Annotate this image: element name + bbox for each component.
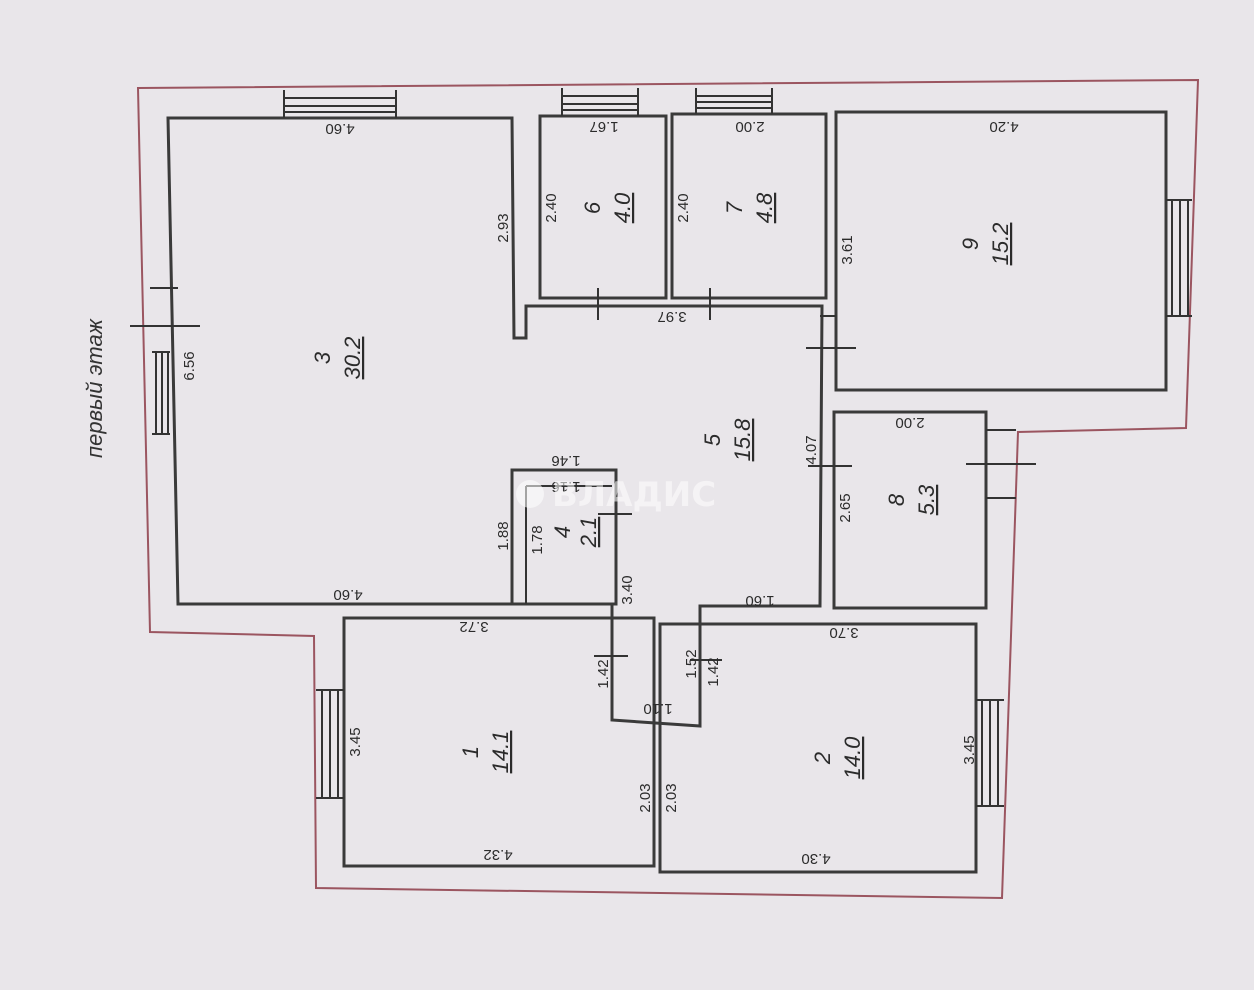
room-label-5: 5 15.8 xyxy=(700,418,755,462)
room-8-walls xyxy=(832,410,988,610)
dim-r7-top: 2.00 xyxy=(735,118,764,135)
svg-text:6: 6 xyxy=(580,201,605,214)
room-1-walls xyxy=(342,616,656,868)
room-7-walls xyxy=(670,112,828,300)
dim-r5-right: 4.07 xyxy=(803,435,820,464)
svg-text:15.8: 15.8 xyxy=(730,418,755,462)
outer-boundary xyxy=(136,78,1200,900)
door-marks xyxy=(130,287,1036,661)
room-label-8: 8 5.3 xyxy=(884,484,939,515)
floor-title: первый этаж xyxy=(82,318,107,458)
dim-r1-top: 3.72 xyxy=(459,618,488,635)
dim-r3-left: 6.56 xyxy=(181,351,198,380)
svg-text:5: 5 xyxy=(700,433,725,446)
svg-text:8: 8 xyxy=(884,493,909,506)
dim-r4-top: 1.46 xyxy=(551,452,580,469)
dim-r8-left: 2.65 xyxy=(837,493,854,522)
room-6-walls xyxy=(538,114,668,300)
room-label-2: 2 14.0 xyxy=(810,736,865,780)
svg-text:9: 9 xyxy=(958,238,983,250)
svg-text:14.1: 14.1 xyxy=(488,731,513,774)
window-room-1-left xyxy=(316,689,344,799)
window-room-3-top xyxy=(283,90,397,118)
watermark-logo-icon xyxy=(516,480,544,508)
window-room-3-left xyxy=(152,351,170,435)
svg-text:3: 3 xyxy=(310,351,335,364)
room-label-1: 1 14.1 xyxy=(458,731,513,774)
svg-text:5.3: 5.3 xyxy=(914,484,939,515)
window-room-9-right xyxy=(1166,199,1192,317)
dim-r1-left: 3.45 xyxy=(347,727,364,756)
dim-r2-top: 3.70 xyxy=(829,624,858,641)
svg-text:2.1: 2.1 xyxy=(576,517,601,549)
dim-r6-top: 1.67 xyxy=(589,118,618,135)
room-4-walls xyxy=(510,468,618,606)
dim-r3-bottom: 4.60 xyxy=(333,586,362,603)
svg-text:30.2: 30.2 xyxy=(340,337,365,380)
svg-text:1: 1 xyxy=(458,746,483,758)
dim-r1-right-a: 1.42 xyxy=(595,659,612,688)
window-room-6-top xyxy=(561,88,639,116)
svg-text:4.0: 4.0 xyxy=(610,192,635,223)
svg-text:7: 7 xyxy=(722,201,747,214)
svg-text:15.2: 15.2 xyxy=(988,223,1013,266)
dim-r4-inner: 1.16 xyxy=(551,478,580,495)
dim-r5-left: 3.40 xyxy=(619,575,636,604)
watermark: ВЛАДИС xyxy=(516,475,716,515)
dim-r3-top: 4.60 xyxy=(325,120,354,137)
room-2-walls xyxy=(658,622,978,874)
svg-text:2: 2 xyxy=(810,752,835,765)
dim-r3-right-a: 2.93 xyxy=(495,213,512,242)
room-label-4: 4 2.1 xyxy=(550,517,601,549)
dim-r1-right-b: 2.03 xyxy=(637,783,654,812)
room-9-walls xyxy=(834,110,1168,392)
dim-r2-left-c: 2.03 xyxy=(663,783,680,812)
svg-text:14.0: 14.0 xyxy=(840,736,865,780)
svg-text:ВЛАДИС: ВЛАДИС xyxy=(552,475,716,515)
room-label-9: 9 15.2 xyxy=(958,223,1013,266)
dim-r9-top: 4.20 xyxy=(989,118,1018,135)
dim-r6-left: 2.40 xyxy=(543,193,560,222)
dim-r5-top: 3.97 xyxy=(657,308,686,325)
window-room-7-top xyxy=(695,88,773,114)
svg-text:4: 4 xyxy=(550,526,575,538)
dim-r8-top: 2.00 xyxy=(895,414,924,431)
dim-r2-bottom: 4.30 xyxy=(801,850,830,867)
dim-r2-left-a: 1.52 xyxy=(683,649,700,678)
window-room-2-right xyxy=(976,699,1004,807)
room-label-3: 3 30.2 xyxy=(310,337,365,380)
dim-r5-bottom: 1.60 xyxy=(745,592,774,609)
dim-r3-right-b: 1.88 xyxy=(495,521,512,550)
dim-r2-left-b: 1.42 xyxy=(705,657,722,686)
dim-r2-right: 3.45 xyxy=(961,735,978,764)
dim-r9-left: 3.61 xyxy=(839,235,856,264)
room-label-7: 7 4.8 xyxy=(722,192,777,223)
dim-r1-bottom: 4.32 xyxy=(483,846,512,863)
dim-r7-left: 2.40 xyxy=(675,193,692,222)
dim-corridor: 1.10 xyxy=(643,700,672,717)
dim-r4-left: 1.78 xyxy=(529,525,546,554)
svg-text:4.8: 4.8 xyxy=(752,192,777,223)
room-label-6: 6 4.0 xyxy=(580,192,635,223)
